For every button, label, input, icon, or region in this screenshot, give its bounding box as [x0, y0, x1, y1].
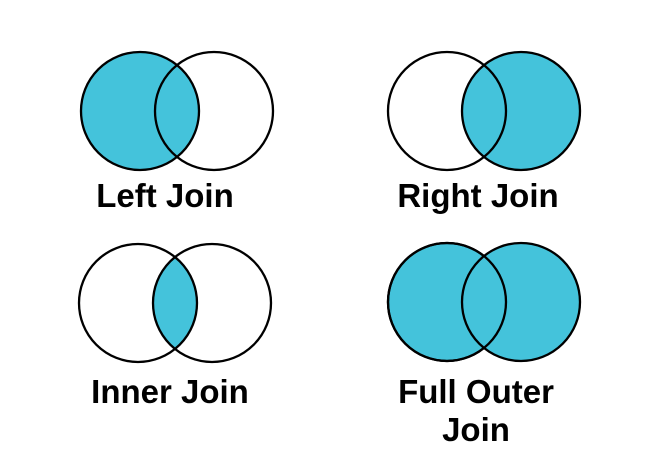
right-circle-filled: [460, 241, 582, 363]
left-circle-outline: [386, 50, 508, 172]
venn-svg-right-join: [386, 50, 582, 172]
right-circle-outline: [151, 242, 273, 364]
venn-diagram-inner-join: [73, 238, 277, 368]
venn-diagram-left-join: [75, 46, 279, 176]
label-right-join: Right Join: [397, 177, 559, 214]
label-inner-join: Inner Join: [91, 373, 249, 410]
venn-svg-full-outer-join: [386, 241, 582, 363]
right-circle-outline: [153, 50, 275, 172]
venn-diagram-right-join: [382, 46, 586, 176]
intersection-fill: [153, 244, 197, 362]
label-left-join: Left Join: [96, 177, 234, 214]
venn-svg-left-join: [79, 50, 275, 172]
label-full-outer-join: Full Outer Join: [398, 373, 554, 448]
venn-svg-inner-join: [77, 242, 273, 364]
left-circle-outline-overlay: [386, 241, 508, 363]
left-circle-outline: [77, 242, 199, 364]
left-circle-filled: [79, 50, 201, 172]
right-circle-filled: [460, 50, 582, 172]
venn-diagram-full-outer-join: [382, 237, 586, 367]
